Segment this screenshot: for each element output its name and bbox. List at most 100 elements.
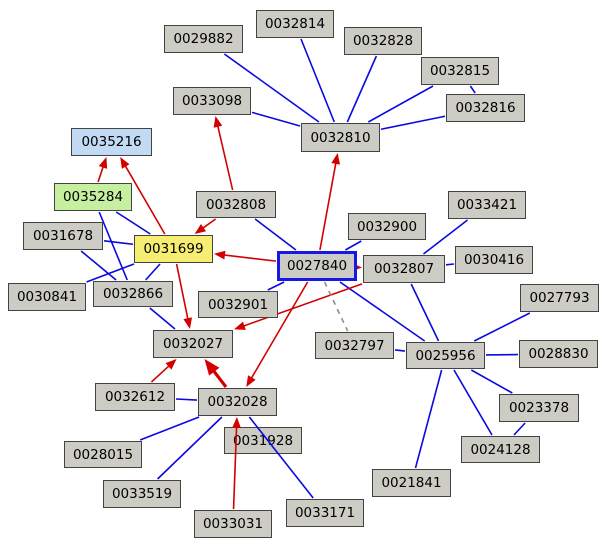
- edge-0032807-0025956: [410, 283, 440, 342]
- node-label: 0035284: [62, 189, 124, 205]
- graph-node-0030841[interactable]: 0030841: [8, 283, 86, 311]
- edge-0032866-0031699: [145, 263, 161, 281]
- node-label: 0033098: [181, 93, 243, 109]
- edge-0032815-0032810: [367, 85, 434, 123]
- arrowhead-0031699-0035216: [120, 157, 130, 169]
- graph-node-0032900[interactable]: 0032900: [348, 213, 426, 240]
- node-label: 0032814: [264, 16, 326, 32]
- node-label: 0030416: [463, 252, 525, 268]
- node-label: 0032810: [310, 129, 371, 146]
- edge-0032028-0032027: [209, 365, 228, 388]
- node-label: 0027793: [529, 290, 590, 306]
- graph-node-0032807[interactable]: 0032807: [363, 255, 445, 283]
- graph-node-0033098[interactable]: 0033098: [173, 87, 251, 115]
- edge-0025956-0027793: [473, 312, 531, 342]
- graph-node-0021841[interactable]: 0021841: [372, 469, 451, 497]
- edge-0031699-0032027: [175, 263, 190, 323]
- graph-node-0032901[interactable]: 0032901: [198, 291, 278, 318]
- graph-node-0032808[interactable]: 0032808: [196, 191, 276, 218]
- graph-node-0032815[interactable]: 0032815: [421, 57, 499, 85]
- arrowhead-0027840-0032028: [246, 375, 256, 387]
- node-label: 0032815: [429, 63, 491, 79]
- graph-node-0031928[interactable]: 0031928: [224, 427, 302, 454]
- node-label: 0031678: [32, 228, 94, 244]
- edge-0023378-0024128: [513, 422, 526, 436]
- edge-0027840-0032810: [319, 159, 338, 251]
- graph-node-0032028[interactable]: 0032028: [198, 388, 277, 416]
- graph-node-0027793[interactable]: 0027793: [520, 284, 599, 312]
- graph-node-0033031[interactable]: 0033031: [194, 510, 272, 538]
- edge-0027840-0031699: [220, 253, 277, 262]
- arrowhead-0032808-0033098: [213, 116, 223, 128]
- node-label: 0032028: [207, 394, 268, 410]
- node-label: 0028015: [72, 446, 134, 463]
- graph-node-0029882[interactable]: 0029882: [164, 25, 243, 53]
- graph-node-0030416[interactable]: 0030416: [455, 246, 533, 274]
- edge-0032808-0027840: [254, 218, 297, 251]
- node-label: 0032797: [324, 337, 385, 354]
- edge-0025956-0021841: [414, 369, 443, 469]
- graph-node-0028830[interactable]: 0028830: [519, 340, 598, 368]
- graph-node-0031699[interactable]: 0031699: [134, 235, 213, 263]
- graph-node-0032810[interactable]: 0032810: [301, 123, 380, 152]
- edge-0032814-0032810: [300, 38, 336, 123]
- node-label: 0032816: [455, 100, 516, 116]
- graph-node-0031678[interactable]: 0031678: [23, 222, 103, 250]
- node-label: 0021841: [381, 475, 442, 491]
- graph-node-0032866[interactable]: 0032866: [93, 281, 173, 307]
- arrowhead-0035284-0035216: [98, 157, 108, 169]
- edge-0032816-0032810: [380, 115, 446, 131]
- graph-node-0032814[interactable]: 0032814: [256, 10, 334, 38]
- node-label: 0032027: [162, 336, 224, 352]
- edge-0027840-0025956: [339, 281, 426, 342]
- graph-node-0035216[interactable]: 0035216: [71, 128, 152, 156]
- graph-node-0032816[interactable]: 0032816: [446, 94, 525, 122]
- graph-node-0024128[interactable]: 0024128: [461, 436, 540, 463]
- edge-0032612-0032028: [175, 398, 198, 401]
- graph-node-0032828[interactable]: 0032828: [344, 27, 422, 55]
- graph-node-0035284[interactable]: 0035284: [54, 183, 132, 211]
- arrowhead-0031699-0032027: [183, 317, 193, 329]
- node-label: 0032866: [102, 286, 164, 302]
- edge-0035284-0031699: [115, 211, 151, 235]
- graph-node-0028015[interactable]: 0028015: [64, 441, 142, 468]
- node-label: 0032900: [356, 218, 418, 235]
- node-label: 0031928: [232, 432, 294, 449]
- node-label: 0033031: [202, 516, 264, 532]
- graph-node-0027840-selected[interactable]: 0027840: [277, 251, 357, 281]
- graph-node-0033421[interactable]: 0033421: [448, 191, 526, 219]
- edge-0032866-0032027: [149, 307, 176, 330]
- graph-node-0025956[interactable]: 0025956: [406, 342, 485, 369]
- edge-0029882-0032810: [223, 53, 320, 123]
- edge-0031678-0031699: [103, 240, 134, 246]
- node-label: 0032828: [352, 33, 414, 49]
- graph-node-0033519[interactable]: 0033519: [103, 480, 181, 508]
- edge-0031678-0032866: [80, 250, 117, 281]
- node-label: 0024128: [470, 441, 531, 458]
- node-label: 0033171: [294, 505, 356, 521]
- edge-0033098-0032810: [251, 111, 301, 127]
- graph-node-0033171[interactable]: 0033171: [286, 499, 364, 527]
- edge-0032797-0025956: [394, 349, 406, 352]
- edge-0033519-0032028: [157, 416, 223, 480]
- arrowhead-0032807-0032027: [234, 321, 246, 330]
- node-label: 0028830: [528, 346, 589, 362]
- edge-0030416-0032807: [445, 263, 455, 266]
- graph-node-0032027[interactable]: 0032027: [153, 330, 233, 358]
- node-label: 0030841: [16, 289, 78, 305]
- node-label: 0031699: [143, 241, 204, 257]
- graph-node-0032797[interactable]: 0032797: [315, 332, 394, 359]
- edge-0033421-0032807: [422, 219, 469, 255]
- node-label: 0032808: [205, 196, 267, 213]
- graph-node-0032612[interactable]: 0032612: [95, 383, 175, 411]
- edge-0028015-0032028: [139, 416, 200, 441]
- node-label: 0032807: [373, 261, 435, 277]
- node-label: 0033421: [456, 197, 518, 213]
- node-label: 0023378: [508, 400, 570, 416]
- node-label: 0025956: [415, 347, 476, 364]
- graph-node-0023378[interactable]: 0023378: [499, 394, 579, 422]
- edge-0035284-0035216: [97, 163, 106, 183]
